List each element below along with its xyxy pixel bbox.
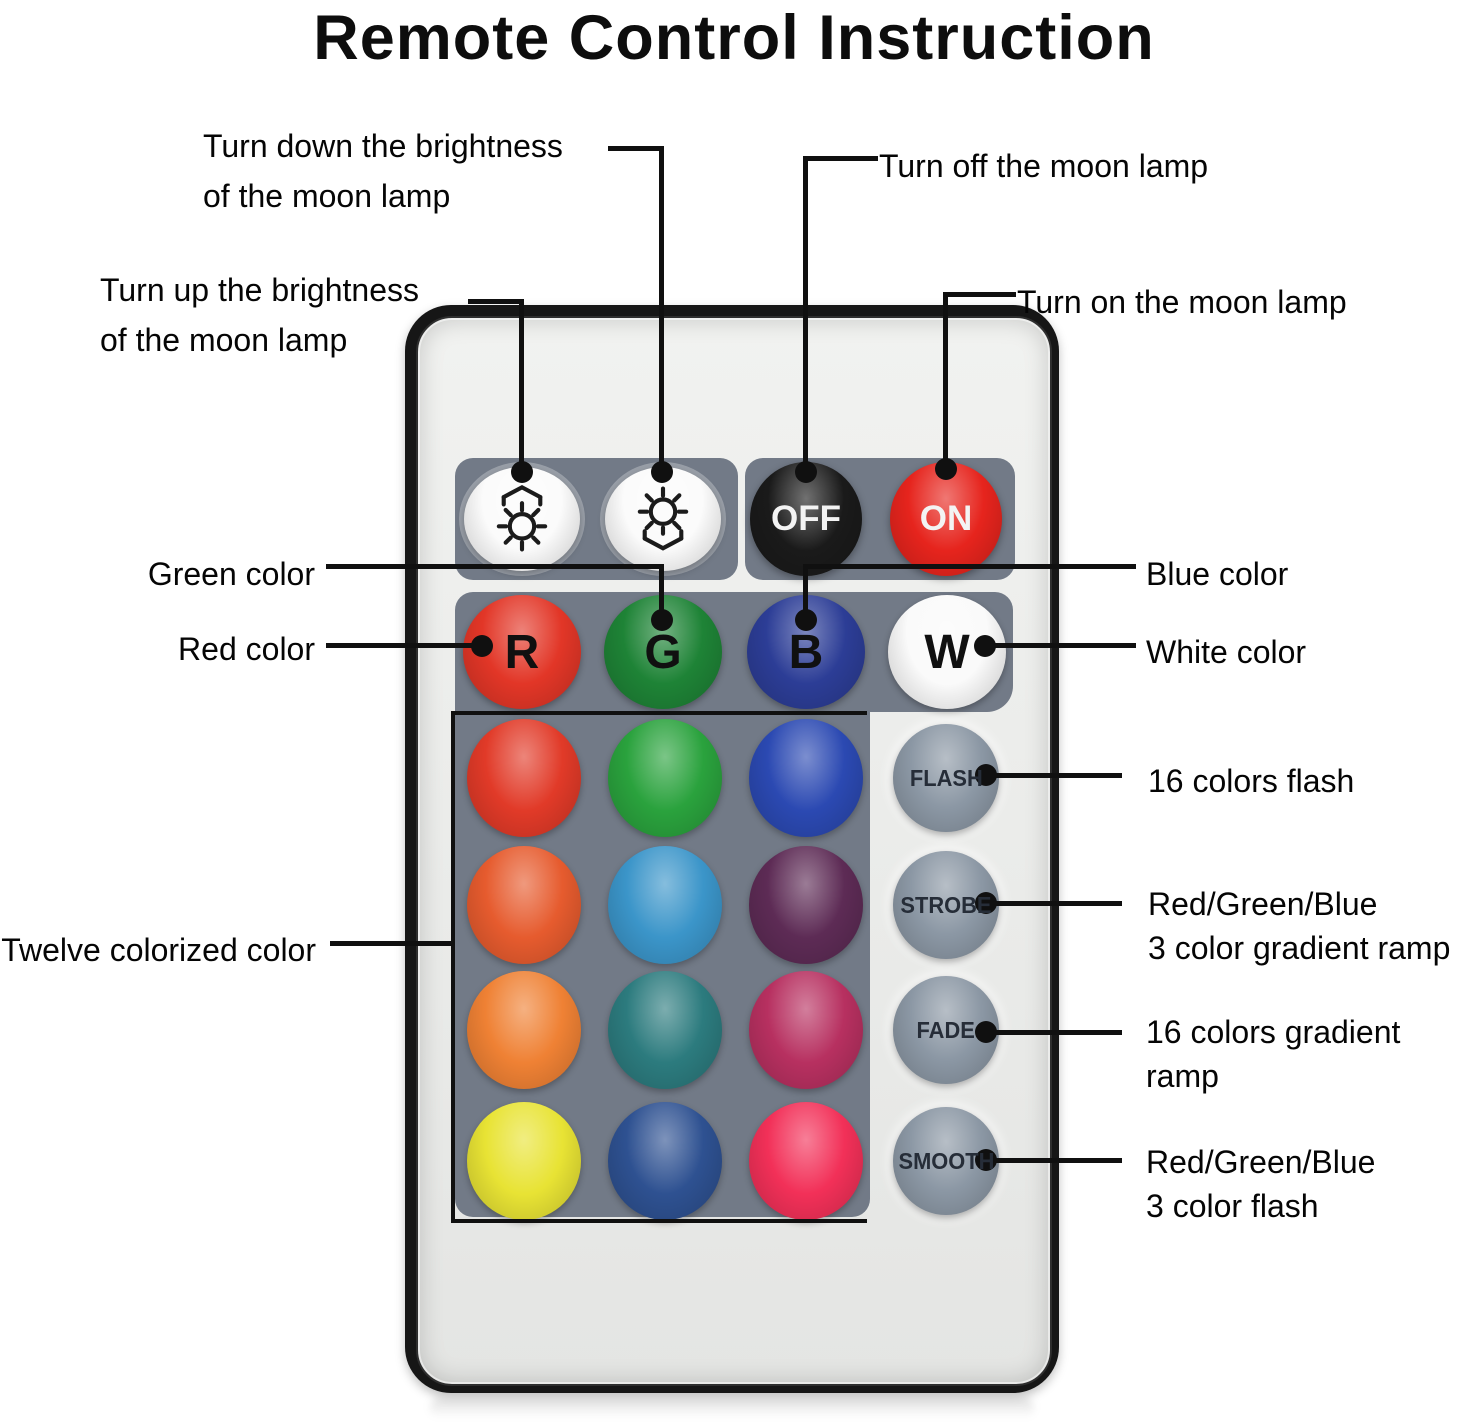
grid-color-button-sky-blue[interactable] bbox=[608, 846, 722, 964]
leader-line bbox=[326, 643, 484, 648]
red-color-button[interactable]: R bbox=[463, 595, 581, 709]
annotation-dot bbox=[975, 1021, 997, 1043]
leader-line bbox=[659, 146, 664, 475]
on-button[interactable]: ON bbox=[890, 462, 1002, 576]
grid-color-button-green[interactable] bbox=[608, 719, 722, 837]
brightness-down-button[interactable] bbox=[605, 467, 721, 571]
leader-line bbox=[982, 643, 1136, 648]
flash-button[interactable]: FLASH bbox=[893, 724, 999, 832]
white-button-label: W bbox=[924, 625, 970, 679]
on-button-label: ON bbox=[919, 499, 973, 538]
blue-button-label: B bbox=[788, 625, 824, 679]
grid-color-button-blue[interactable] bbox=[749, 719, 863, 837]
annotation-dot bbox=[975, 764, 997, 786]
leader-line bbox=[946, 292, 1016, 297]
leader-line bbox=[803, 564, 808, 622]
annotation-16-colors-flash: 16 colors flash bbox=[1148, 763, 1355, 799]
annotation-green-color: Green color bbox=[147, 556, 315, 592]
brightness-up-button[interactable] bbox=[464, 467, 580, 571]
leader-line bbox=[803, 564, 1136, 569]
off-button-label: OFF bbox=[771, 499, 841, 538]
remote-reflection bbox=[430, 1398, 1034, 1418]
smooth-button[interactable]: SMOOTH bbox=[893, 1107, 999, 1215]
grid-color-button-raspberry[interactable] bbox=[749, 971, 863, 1089]
grid-color-button-teal[interactable] bbox=[608, 971, 722, 1089]
grid-color-button-orange[interactable] bbox=[467, 971, 581, 1089]
annotation-red-color: Red color bbox=[178, 631, 315, 667]
leader-line bbox=[806, 156, 878, 161]
annotation-dot bbox=[975, 1149, 997, 1171]
flash-button-label: FLASH bbox=[909, 764, 983, 791]
annotation-dot bbox=[975, 892, 997, 914]
leader-line bbox=[984, 1030, 1122, 1035]
strobe-button-label: STROBE bbox=[900, 891, 992, 918]
grid-color-button-yellow[interactable] bbox=[467, 1102, 581, 1220]
annotation-twelve-colorized-color: Twelve colorized color bbox=[1, 932, 316, 968]
annotation-dot bbox=[935, 458, 957, 480]
strobe-button[interactable]: STROBE bbox=[893, 851, 999, 959]
page-title: Remote Control Instruction bbox=[313, 3, 1155, 73]
leader-line bbox=[984, 773, 1122, 778]
annotation-dot bbox=[795, 609, 817, 631]
annotation-rgb-3-color-flash: Red/Green/Blue 3 color flash bbox=[1146, 1144, 1376, 1225]
annotation-16-colors-gradient-ramp: 16 colors gradient ramp bbox=[1146, 1014, 1401, 1095]
annotation-turn-on: Turn on the moon lamp bbox=[1017, 284, 1347, 320]
annotation-turn-up-brightness: Turn up the brightness of the moon lamp bbox=[100, 272, 419, 358]
leader-line bbox=[326, 564, 664, 569]
grid-color-button-pink[interactable] bbox=[749, 1102, 863, 1220]
leader-line bbox=[608, 146, 664, 151]
sun-with-down-arrow-icon bbox=[637, 486, 689, 551]
leader-line bbox=[519, 299, 524, 475]
leader-line bbox=[330, 941, 453, 946]
grid-color-button-orange-red[interactable] bbox=[467, 846, 581, 964]
annotation-rgb-gradient-ramp: Red/Green/Blue 3 color gradient ramp bbox=[1148, 886, 1451, 967]
red-button-label: R bbox=[504, 625, 540, 679]
blue-color-button[interactable]: B bbox=[747, 595, 865, 709]
annotation-dot bbox=[651, 461, 673, 483]
green-button-label: G bbox=[644, 625, 682, 679]
annotation-dot bbox=[974, 635, 996, 657]
leader-line bbox=[984, 901, 1122, 906]
annotation-turn-down-brightness: Turn down the brightness of the moon lam… bbox=[203, 128, 563, 214]
leader-line bbox=[943, 292, 948, 472]
grid-color-button-navy[interactable] bbox=[608, 1102, 722, 1220]
twelve-color-bracket bbox=[451, 711, 867, 1223]
fade-button-label: FADE bbox=[916, 1016, 976, 1043]
grid-color-button-red[interactable] bbox=[467, 719, 581, 837]
annotation-dot bbox=[471, 635, 493, 657]
leader-line bbox=[659, 564, 664, 622]
leader-line bbox=[468, 299, 524, 304]
annotation-blue-color: Blue color bbox=[1146, 556, 1289, 592]
annotation-dot bbox=[795, 461, 817, 483]
sun-with-up-arrow-icon bbox=[496, 484, 548, 552]
annotation-dot bbox=[651, 609, 673, 631]
grid-color-button-plum[interactable] bbox=[749, 846, 863, 964]
annotation-turn-off: Turn off the moon lamp bbox=[879, 148, 1209, 184]
annotation-white-color: White color bbox=[1146, 634, 1307, 670]
smooth-button-label: SMOOTH bbox=[898, 1147, 994, 1174]
leader-line bbox=[803, 156, 808, 475]
annotation-dot bbox=[511, 461, 533, 483]
leader-line bbox=[984, 1158, 1122, 1163]
